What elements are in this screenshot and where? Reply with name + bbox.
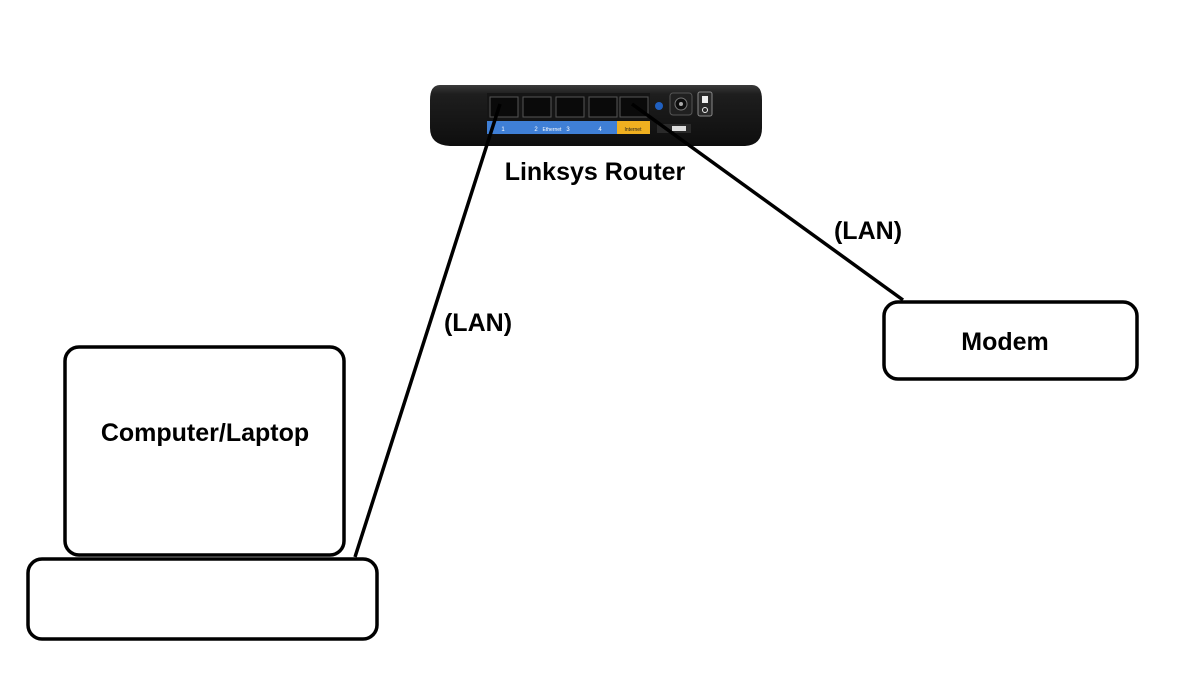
router-computer-cable xyxy=(353,103,502,558)
port-number-4: 4 xyxy=(598,127,602,133)
power-jack-icon xyxy=(669,92,693,116)
internet-port-strip xyxy=(617,121,650,134)
port-number-2: 2 xyxy=(534,127,538,133)
port-number-1: 1 xyxy=(501,127,505,133)
computer-label: Computer/Laptop xyxy=(101,419,309,447)
router-icon: 1 2 Ethernet 3 4 Internet xyxy=(430,85,762,146)
router-modem-cable xyxy=(630,102,905,302)
laptop-screen xyxy=(63,345,346,557)
lan-port-strip xyxy=(487,121,617,134)
power-switch-icon xyxy=(697,91,713,117)
ethernet-text: Ethernet xyxy=(543,127,563,133)
router-label: Linksys Router xyxy=(505,158,686,186)
reset-button-icon xyxy=(655,102,663,110)
router-modem-connection-label: (LAN) xyxy=(834,217,902,245)
laptop-base xyxy=(26,557,379,641)
computer-node: Computer/Laptop xyxy=(26,345,379,641)
ethernet-ports xyxy=(489,96,649,118)
internet-text: Internet xyxy=(625,127,643,133)
modem-label: Modem xyxy=(961,328,1049,356)
modem-node: Modem xyxy=(882,300,1139,381)
port-number-3: 3 xyxy=(566,127,570,133)
router-computer-connection-label: (LAN) xyxy=(444,309,512,337)
